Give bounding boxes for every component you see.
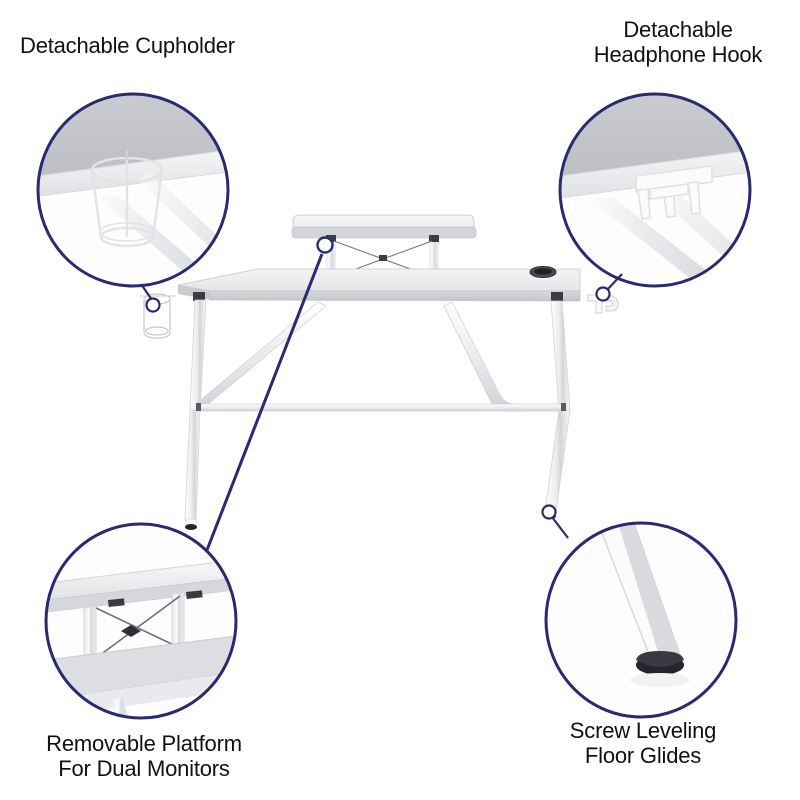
cross-bar-joint-left [196, 403, 201, 411]
pointer-dot-cupholder [145, 297, 161, 313]
callout-headphone-hook [558, 92, 752, 288]
desktop-top-face [177, 268, 581, 292]
pointer-line-headphone [606, 273, 623, 291]
frame-bracket-right [551, 292, 563, 301]
label-line-2: Headphone Hook [593, 42, 763, 67]
floor-glide-left-icon [185, 524, 197, 530]
callout-glide-ring [544, 521, 738, 719]
callout-cupholder-ring [36, 92, 230, 288]
pointer-line-platform [205, 253, 324, 551]
desktop-front-edge [209, 290, 581, 302]
callout-cupholder [36, 92, 230, 288]
label-line-1: Removable Platform [46, 731, 242, 756]
callout-label-cupholder: Detachable Cupholder [20, 33, 235, 58]
leg-left-group [184, 299, 207, 530]
label-line-2: For Dual Monitors [58, 756, 230, 781]
platform-x-center-bracket [379, 255, 387, 261]
label-line-2: Floor Glides [584, 743, 702, 768]
desktop-group [177, 266, 581, 302]
pointer-dot-headphone [595, 286, 611, 302]
label-line-1: Detachable [623, 17, 733, 42]
frame-bracket-left [193, 292, 205, 301]
label-line-1: Screw Leveling [569, 718, 717, 743]
callout-headphone-ring [558, 92, 752, 288]
cable-grommet-inner [534, 268, 552, 275]
cross-bar-joint-right [561, 403, 566, 411]
callout-floor-glides [544, 521, 738, 719]
pointer-dot-glides [541, 504, 557, 520]
pointer-line-cupholder [140, 283, 153, 301]
pointer-dot-platform [316, 236, 334, 254]
callout-removable-platform [44, 522, 238, 720]
callout-platform-ring [44, 522, 238, 720]
platform-bracket-left [326, 235, 336, 242]
pointer-line-glides [551, 516, 569, 539]
platform-bracket-right [429, 235, 439, 242]
